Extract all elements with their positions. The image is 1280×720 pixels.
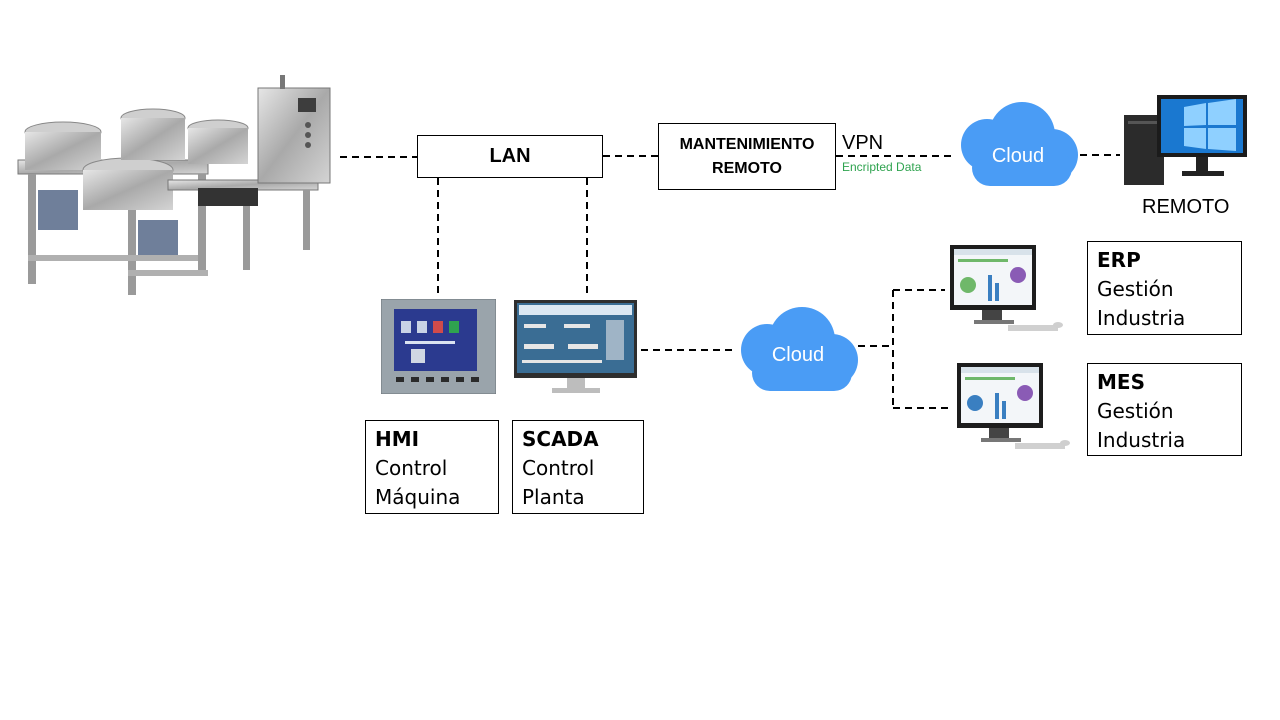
hmi-line2: Máquina: [375, 485, 461, 509]
scada-monitor-icon: [514, 300, 637, 393]
vpn-sublabel: Encripted Data: [842, 160, 922, 174]
desktop-pc-icon: [1124, 95, 1247, 185]
mantenimiento-line1: MANTENIMIENTO: [679, 135, 815, 153]
erp-title: ERP: [1097, 248, 1141, 272]
cloud-top-label: Cloud: [992, 145, 1044, 167]
mantenimiento-box: MANTENIMIENTO REMOTO: [658, 123, 836, 190]
hmi-line1: Control: [375, 456, 448, 480]
mes-title: MES: [1097, 370, 1145, 394]
vpn-label: VPN: [842, 132, 884, 154]
cloud-mid-label: Cloud: [772, 344, 824, 366]
lan-box: LAN: [417, 135, 603, 178]
mes-box: MES Gestión Industria: [1087, 363, 1242, 456]
cloud-icon: Cloud: [741, 307, 858, 391]
scada-line1: Control: [522, 456, 595, 480]
cloud-icon: Cloud: [961, 102, 1078, 186]
scada-line2: Planta: [522, 485, 585, 509]
hmi-panel-icon: [381, 299, 496, 394]
mantenimiento-line2: REMOTO: [712, 159, 782, 177]
mes-line1: Gestión: [1097, 399, 1174, 423]
scada-box: SCADA Control Planta: [512, 420, 644, 514]
hmi-title: HMI: [375, 427, 420, 451]
hmi-box: HMI Control Máquina: [365, 420, 499, 514]
machine-image: [17, 75, 331, 295]
monitor-dashboard-icon: [957, 363, 1070, 449]
mes-line2: Industria: [1097, 428, 1186, 452]
erp-box: ERP Gestión Industria: [1087, 241, 1242, 335]
lan-label: LAN: [489, 145, 531, 167]
remote-label: REMOTO: [1142, 196, 1230, 218]
scada-title: SCADA: [522, 427, 599, 451]
erp-line2: Industria: [1097, 306, 1186, 330]
erp-line1: Gestión: [1097, 277, 1174, 301]
monitor-dashboard-icon: [950, 245, 1063, 331]
